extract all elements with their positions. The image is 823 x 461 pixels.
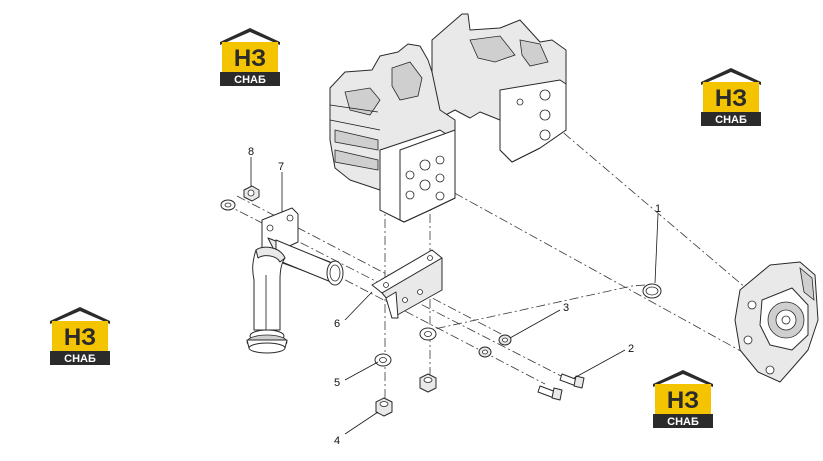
nut-8	[243, 185, 260, 202]
oil-pump	[734, 261, 819, 383]
watermark-logo-bottom-right: НЗ СНАБ	[653, 370, 713, 428]
callout-5: 5	[334, 377, 340, 389]
logo-roof-icon	[50, 307, 110, 324]
logo-caption-bar	[50, 351, 110, 365]
callout-labels: 1 2 3 4 5 6 7 8	[248, 146, 661, 447]
logo-caption-text: СНАБ	[234, 74, 266, 86]
nut-4	[375, 397, 393, 417]
logo-mark-text: НЗ	[715, 85, 747, 112]
logo-roof-icon	[701, 68, 761, 85]
logo-mark-text: НЗ	[64, 324, 96, 351]
logo-mark-text: НЗ	[667, 387, 699, 414]
washer-bracket-right	[419, 327, 437, 341]
logo-roof-icon	[653, 370, 713, 387]
bracket	[371, 249, 443, 319]
washer-upper-left	[220, 199, 236, 211]
nut-bracket-right	[419, 373, 437, 393]
logo-caption-bar	[701, 112, 761, 126]
callout-2: 2	[628, 343, 634, 355]
logo-caption-bar	[653, 414, 713, 428]
callout-6: 6	[334, 318, 340, 330]
watermark-logo-bottom-left: НЗ СНАБ	[50, 307, 110, 365]
washer-3	[498, 334, 512, 346]
logo-caption-text: СНАБ	[667, 416, 699, 428]
logo-caption-bar	[220, 72, 280, 86]
logo-house-body	[655, 384, 711, 414]
oil-suction-pipe	[246, 207, 344, 354]
o-ring-1	[642, 283, 662, 299]
leader-lines	[250, 157, 659, 435]
callout-4: 4	[334, 435, 340, 447]
callout-7: 7	[278, 161, 284, 173]
logo-house-body	[52, 321, 108, 351]
bolt-2-lower	[537, 385, 563, 401]
washer-middle	[478, 346, 492, 358]
washer-5	[374, 353, 392, 367]
callout-8: 8	[248, 146, 254, 158]
bolt-2-upper	[559, 373, 585, 389]
logo-house-body	[222, 42, 278, 72]
engine-block	[329, 13, 567, 223]
logo-house-body	[703, 82, 759, 112]
callout-1: 1	[655, 203, 661, 215]
logo-caption-text: СНАБ	[715, 114, 747, 126]
callout-3: 3	[563, 302, 569, 314]
watermark-logo-top-left: НЗ СНАБ	[220, 28, 280, 86]
logo-mark-text: НЗ	[234, 45, 266, 72]
logo-roof-icon	[220, 28, 280, 45]
watermark-logo-top-right: НЗ СНАБ	[701, 68, 761, 126]
logo-caption-text: СНАБ	[64, 353, 96, 365]
